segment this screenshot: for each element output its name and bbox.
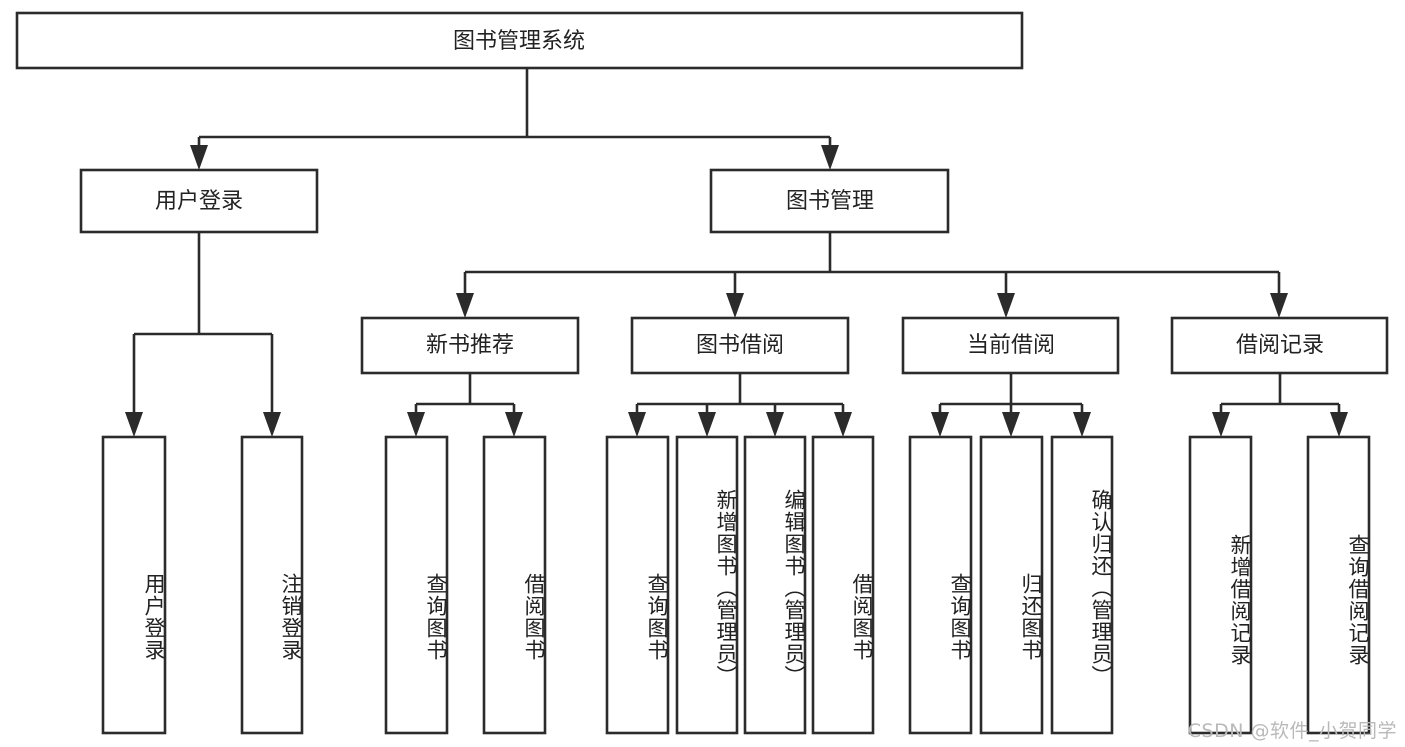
leaf-box-return-book[interactable]	[979, 435, 1044, 735]
arrow-head-borrow-record	[1270, 293, 1288, 318]
arrow-head-leaf-query-book-1	[407, 412, 425, 437]
arrow-head-leaf-borrow-book-1	[505, 412, 523, 437]
label-new-book-rec: 新书推荐	[426, 333, 514, 358]
leaf-box-borrow-book-2[interactable]	[811, 435, 875, 735]
arrow-head-leaf-logout	[263, 412, 281, 437]
node-box-user-login[interactable]	[79, 168, 319, 234]
csdn-watermark: CSDN @软件_小贺同学	[1187, 720, 1397, 742]
arrow-head-leaf-return-book	[1002, 412, 1020, 437]
leaf-box-query-book-1[interactable]	[384, 435, 449, 735]
arrow-head-leaf-query-book-2	[628, 412, 646, 437]
node-box-current-borrow[interactable]	[901, 316, 1120, 375]
arrow-head-current-borrow	[997, 293, 1015, 318]
arrow-head-new-book-rec	[456, 293, 474, 318]
arrow-head-leaf-edit-book	[766, 412, 784, 437]
connectors	[125, 68, 1348, 437]
leaf-box-query-record[interactable]	[1306, 435, 1371, 735]
arrow-head-leaf-confirm-return	[1073, 412, 1091, 437]
arrow-head-leaf-user-login	[125, 412, 143, 437]
node-box-new-book-rec[interactable]	[360, 316, 580, 375]
leaf-box-query-book-3[interactable]	[908, 435, 973, 735]
leaf-box-add-record[interactable]	[1188, 435, 1253, 735]
label-book-manage: 图书管理	[786, 189, 874, 214]
arrow-head-leaf-query-record	[1330, 412, 1348, 437]
arrow-head-user-login	[190, 145, 208, 170]
arrow-head-leaf-query-book-3	[931, 412, 949, 437]
arrow-head-book-manage	[821, 145, 839, 170]
arrow-head-leaf-borrow-book-2	[834, 412, 852, 437]
arrow-head-book-borrow	[726, 293, 744, 318]
leaf-box-borrow-book-1[interactable]	[482, 435, 547, 735]
node-boxes	[15, 11, 1389, 735]
node-box-root[interactable]	[15, 11, 1024, 70]
label-current-borrow: 当前借阅	[967, 333, 1055, 358]
label-root: 图书管理系统	[453, 29, 585, 54]
leaf-box-edit-book[interactable]	[743, 435, 807, 735]
leaf-box-query-book-2[interactable]	[605, 435, 670, 735]
label-user-login: 用户登录	[155, 189, 243, 214]
leaf-box-logout[interactable]	[240, 435, 304, 735]
leaf-box-user-login[interactable]	[101, 435, 167, 735]
label-borrow-record: 借阅记录	[1236, 333, 1324, 358]
leaf-box-confirm-return[interactable]	[1050, 435, 1114, 735]
arrow-head-leaf-add-record	[1212, 412, 1230, 437]
leaf-box-add-book[interactable]	[675, 435, 739, 735]
arrow-head-leaf-add-book	[698, 412, 716, 437]
node-labels-horizontal: 图书管理系统 用户登录 图书管理 新书推荐 图书借阅 当前借阅 借阅记录	[155, 29, 1324, 358]
label-book-borrow: 图书借阅	[696, 333, 784, 358]
